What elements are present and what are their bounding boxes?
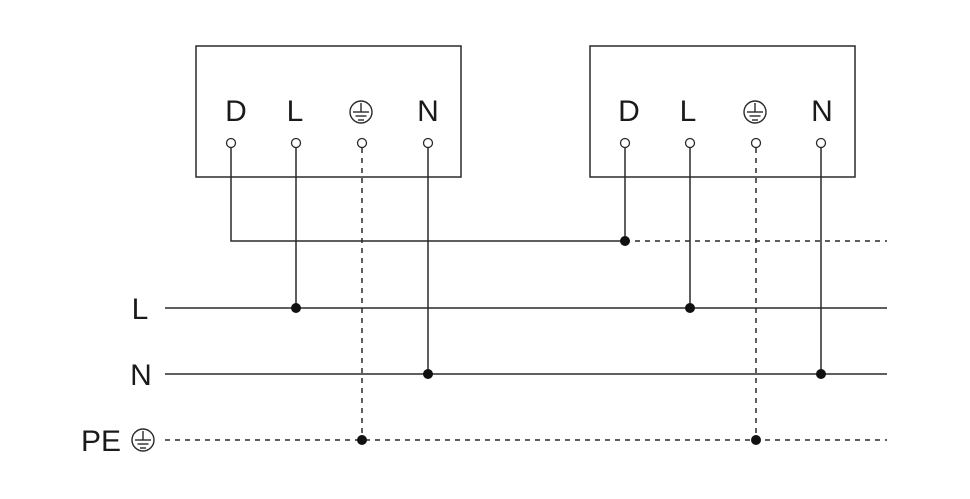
device-1-terminal-l	[290, 137, 302, 149]
earth-bus-label: PE	[81, 425, 121, 458]
control-junction	[620, 236, 630, 246]
device-2-terminal-n-label: N	[811, 95, 833, 128]
device-1: D L N	[195, 45, 462, 178]
device-1-neutral-junction	[423, 369, 433, 379]
device-1-earth-junction	[357, 435, 367, 445]
device-2-box	[589, 45, 856, 178]
earth-icon	[743, 100, 767, 124]
device-1-terminal-d-label: D	[225, 95, 247, 128]
device-2-terminal-l	[684, 137, 696, 149]
device-2-terminal-pe	[750, 137, 762, 149]
device-1-line-junction	[291, 303, 301, 313]
device-2-terminal-l-label: L	[680, 95, 697, 128]
device-1-terminal-d	[225, 137, 237, 149]
device-1-terminal-pe	[356, 137, 368, 149]
device-1-box	[195, 45, 462, 178]
control-wire	[230, 148, 625, 242]
device-2-terminal-d-label: D	[618, 95, 640, 128]
device-2-terminal-d	[619, 137, 631, 149]
device-1-terminal-l-label: L	[287, 95, 304, 128]
device-2-neutral-junction	[816, 369, 826, 379]
earth-icon	[349, 100, 373, 124]
device-2-earth-junction	[751, 435, 761, 445]
device-2-terminal-n	[815, 137, 827, 149]
device-2-line-junction	[685, 303, 695, 313]
device-2: D L N	[589, 45, 856, 178]
protective-earth-icon	[131, 428, 155, 452]
device-1-terminal-n	[422, 137, 434, 149]
neutral-bus-label: N	[130, 359, 152, 392]
line-bus-label: L	[132, 293, 149, 326]
device-1-terminal-n-label: N	[417, 95, 439, 128]
